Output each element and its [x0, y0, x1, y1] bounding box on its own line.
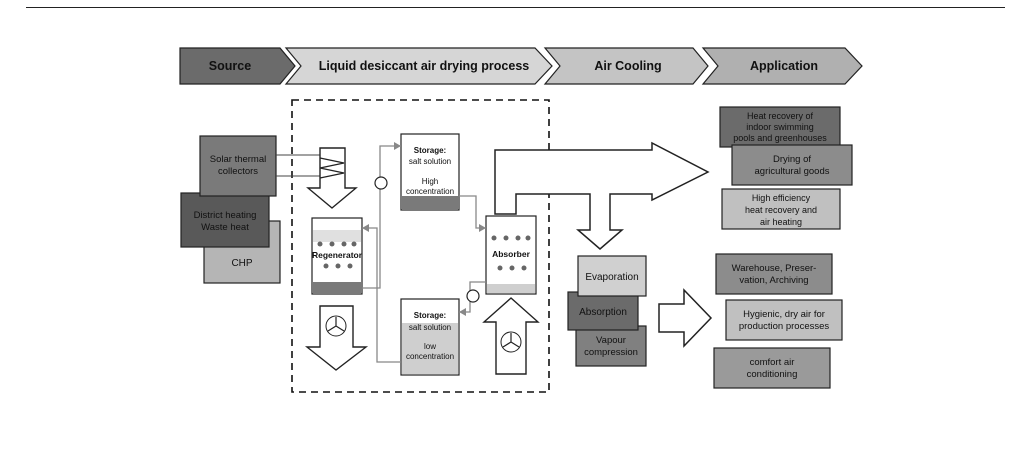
app-top-2-l1: Drying of — [773, 154, 811, 165]
app-top-1-l3: pools and greenhouses — [733, 133, 827, 143]
storage-low-3: low — [424, 342, 436, 351]
absorber: Absorber — [485, 215, 537, 295]
app-top-2-l2: agricultural goods — [755, 166, 830, 177]
app-bottom-3-l2: conditioning — [747, 369, 798, 380]
sources: CHP District heating Waste heat Solar th… — [180, 135, 281, 284]
stage-source-label: Source — [209, 59, 251, 73]
app-warehouse-box — [715, 253, 833, 295]
stage-header: Source Liquid desiccant air drying proce… — [179, 47, 863, 85]
district-heating-box — [180, 192, 270, 248]
stage-cooling-label: Air Cooling — [594, 59, 661, 73]
absorber-inlet-arrow — [482, 297, 540, 375]
dry-air-arrow — [494, 141, 710, 250]
stage-application-label: Application — [750, 59, 818, 73]
app-top-3-l3: air heating — [760, 217, 802, 227]
storage-low-level — [402, 323, 458, 374]
pump-icon — [466, 289, 480, 303]
app-bottom-1-l2: vation, Archiving — [739, 275, 808, 286]
vapour-compression-box — [575, 325, 647, 367]
cooling-absorption: Absorption — [579, 307, 627, 318]
solar-label-2: collectors — [218, 166, 258, 177]
stage-drying-label: Liquid desiccant air drying process — [319, 59, 530, 73]
district-label-1: District heating — [194, 210, 257, 221]
app-comfort-box — [713, 347, 831, 389]
regenerator-top-band — [313, 230, 361, 242]
absorber-vessel — [485, 215, 537, 295]
solar-label-1: Solar thermal — [210, 154, 267, 165]
app-heat-recovery-efficiency-box — [721, 188, 841, 230]
app-bottom-1-l1: Warehouse, Preser- — [732, 263, 817, 274]
storage-low-1: Storage: — [414, 311, 446, 320]
storage-low: Storage: salt solution low concentration — [400, 298, 460, 376]
cooling-vapour-2: compression — [584, 347, 638, 358]
pipe-arrowheads — [362, 142, 486, 316]
heat-input-arrow — [306, 147, 358, 209]
storage-high-2: salt solution — [409, 157, 451, 166]
storage-high-level — [402, 196, 458, 209]
air-cooling: Vapour compression Absorption Evaporatio… — [567, 255, 647, 367]
app-drying-box — [731, 144, 853, 186]
regenerator-exhaust-arrow — [304, 305, 369, 371]
applications-top: Heat recovery of indoor swimming pools a… — [719, 106, 853, 230]
app-top-1-l2: indoor swimming — [746, 122, 814, 132]
storage-high-1: Storage: — [414, 146, 446, 155]
stage-cooling — [543, 47, 709, 85]
chp-label: CHP — [231, 258, 252, 269]
regenerator-sump — [313, 282, 361, 293]
cooling-output-arrow — [658, 288, 713, 348]
app-top-3-l2: heat recovery and — [745, 205, 817, 215]
regenerator: Regenerator — [311, 217, 363, 295]
absorber-droplets — [491, 235, 531, 271]
app-top-3-l1: High efficiency — [752, 193, 811, 203]
absorption-box — [567, 291, 639, 331]
storage-high-3: High — [422, 177, 438, 186]
stage-drying — [284, 47, 553, 85]
cooling-vapour-1: Vapour — [596, 335, 626, 346]
storage-high-4: concentration — [406, 187, 454, 196]
stage-source — [179, 47, 296, 85]
process-boundary — [291, 99, 550, 393]
app-hygienic-box — [725, 299, 843, 341]
app-bottom-3-l1: comfort air — [750, 357, 795, 368]
solar-collectors-box — [199, 135, 277, 197]
storage-high: Storage: salt solution High concentratio… — [400, 133, 460, 211]
storage-low-2: salt solution — [409, 323, 451, 332]
absorber-sump — [487, 284, 535, 293]
regenerator-label: Regenerator — [312, 250, 363, 260]
app-bottom-2-l1: Hygienic, dry air for — [743, 309, 825, 320]
storage-low-4: concentration — [406, 352, 454, 361]
regenerator-droplets — [317, 241, 357, 269]
applications-bottom: Warehouse, Preser- vation, Archiving Hyg… — [713, 253, 843, 389]
app-top-1-l1: Heat recovery of — [747, 111, 814, 121]
district-label-2: Waste heat — [201, 222, 249, 233]
app-bottom-2-l2: production processes — [739, 321, 830, 332]
app-heat-recovery-box — [719, 106, 841, 148]
pump-icon — [374, 176, 388, 190]
heat-exchanger-coil — [319, 157, 345, 179]
absorber-label: Absorber — [492, 249, 530, 259]
evaporation-box — [577, 255, 647, 297]
cooling-evaporation: Evaporation — [585, 272, 638, 283]
stage-application — [701, 47, 863, 85]
